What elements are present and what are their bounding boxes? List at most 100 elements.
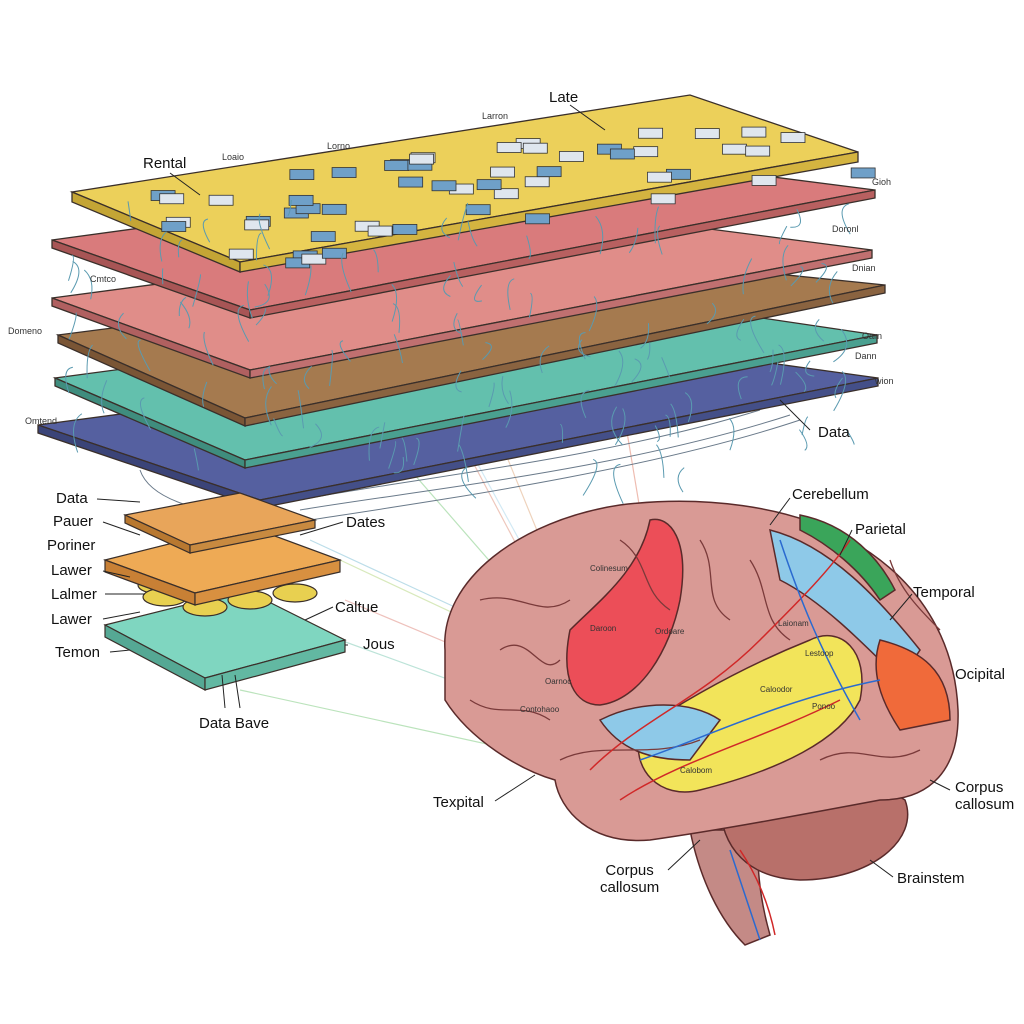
- neuron-fiber: [769, 349, 774, 373]
- neuron-fiber: [65, 366, 74, 394]
- chip: [161, 221, 187, 232]
- region-green: [799, 514, 896, 602]
- neuron-fiber: [814, 319, 825, 342]
- chip: [609, 148, 635, 160]
- neuron-fiber: [304, 265, 312, 296]
- neuron-fiber: [202, 381, 208, 407]
- neuron-fiber: [582, 458, 598, 496]
- neuron-fiber: [297, 389, 305, 429]
- chip: [638, 127, 664, 139]
- neuron-fiber: [309, 423, 322, 448]
- neuron-fiber: [368, 426, 380, 461]
- label-cerebellum: Cerebellum: [792, 486, 869, 503]
- blood-vessels: [589, 539, 881, 941]
- neuron-fiber: [790, 208, 802, 228]
- label-small: Lorno: [327, 141, 351, 151]
- neuron-fiber: [742, 258, 753, 295]
- neuron-fiber: [736, 318, 745, 341]
- neuron-fiber: [656, 444, 665, 478]
- neuron-fiber: [159, 231, 167, 262]
- neuron-fiber: [455, 370, 462, 393]
- neuron-fiber: [595, 215, 604, 255]
- neuron-fiber: [73, 413, 83, 453]
- brain-inner-label: Ponoo: [812, 702, 836, 711]
- label-data: Data: [818, 424, 850, 441]
- leader-lines: [96, 104, 951, 878]
- label-corpus-callosum: Corpus callosum: [955, 779, 1015, 814]
- neuron-fiber: [728, 417, 735, 451]
- chip-label: Data Bave: [199, 715, 270, 732]
- neuron-fiber: [67, 254, 74, 281]
- label-small: Domeno: [8, 326, 43, 336]
- neuron-fiber: [461, 466, 477, 499]
- neuron-fiber: [588, 296, 598, 332]
- neuron-fiber: [388, 441, 397, 469]
- neuron-fiber: [203, 331, 214, 366]
- neuron-fiber: [833, 371, 847, 412]
- label-parietal: Parietal: [855, 521, 906, 538]
- neuron-fiber: [443, 275, 451, 297]
- label-small: Larron: [482, 111, 509, 121]
- chip: [525, 213, 550, 225]
- neuron-fiber: [178, 296, 187, 317]
- neuron-fiber: [457, 319, 464, 346]
- neuron-fiber: [833, 328, 848, 363]
- chip: [398, 176, 424, 188]
- neuron-fiber: [578, 332, 586, 360]
- neuron-fiber: [559, 423, 564, 443]
- neuron-fiber: [640, 323, 650, 349]
- neuron-fiber: [441, 217, 451, 239]
- chip: [431, 180, 457, 192]
- chip: [745, 145, 771, 157]
- chip: [208, 194, 234, 206]
- label-late: Late: [549, 89, 579, 106]
- chip: [741, 126, 767, 138]
- chip-label: Dates: [346, 514, 386, 531]
- neuron-fiber: [834, 377, 843, 399]
- chip: [288, 194, 314, 206]
- chip: [384, 160, 410, 171]
- label-small: Gioh: [872, 177, 892, 187]
- label-ocipital: Ocipital: [955, 666, 1006, 683]
- neuron-fiber: [782, 244, 789, 281]
- chip: [496, 142, 522, 153]
- chip: [310, 231, 336, 242]
- neuron-fiber: [137, 339, 151, 372]
- neuron-fiber: [393, 456, 405, 474]
- neuron-fiber: [628, 227, 639, 254]
- neuron-fiber: [262, 366, 271, 390]
- neuron-fiber: [654, 425, 660, 443]
- neuron-fiber: [611, 406, 623, 446]
- chip: [228, 248, 254, 260]
- neuron-fiber: [467, 221, 478, 247]
- chip: [301, 253, 327, 265]
- label-small: Dnian: [852, 263, 876, 273]
- neuron-fiber: [580, 389, 590, 419]
- neuron-fiber: [179, 301, 191, 329]
- neuron-fiber: [778, 344, 785, 385]
- label-small: Omtend: [25, 416, 58, 426]
- chip-label: Jous: [363, 636, 395, 653]
- neuron-fiber: [329, 349, 333, 386]
- neuron-fiber: [482, 342, 492, 360]
- chip: [159, 193, 185, 205]
- chip: [558, 151, 584, 162]
- neuron-fiber: [273, 418, 283, 437]
- label-temporal: Temporal: [913, 584, 975, 601]
- neuron-fiber: [737, 376, 748, 400]
- neuron-fiber: [373, 249, 379, 273]
- label-rental: Rental: [143, 155, 187, 172]
- neuron-fiber: [684, 392, 693, 423]
- neuron-fiber: [192, 274, 202, 307]
- neuron-fiber: [139, 397, 152, 430]
- chip: [850, 167, 876, 179]
- chip-label: Temon: [55, 644, 101, 661]
- neuron-fiber: [391, 283, 398, 322]
- region-red: [566, 518, 684, 706]
- label-small: Doronl: [832, 224, 859, 234]
- brain-inner-label: Ordoare: [655, 627, 685, 636]
- neuron-fiber: [392, 303, 401, 333]
- neuron-fiber: [86, 344, 93, 379]
- chip: [751, 175, 777, 186]
